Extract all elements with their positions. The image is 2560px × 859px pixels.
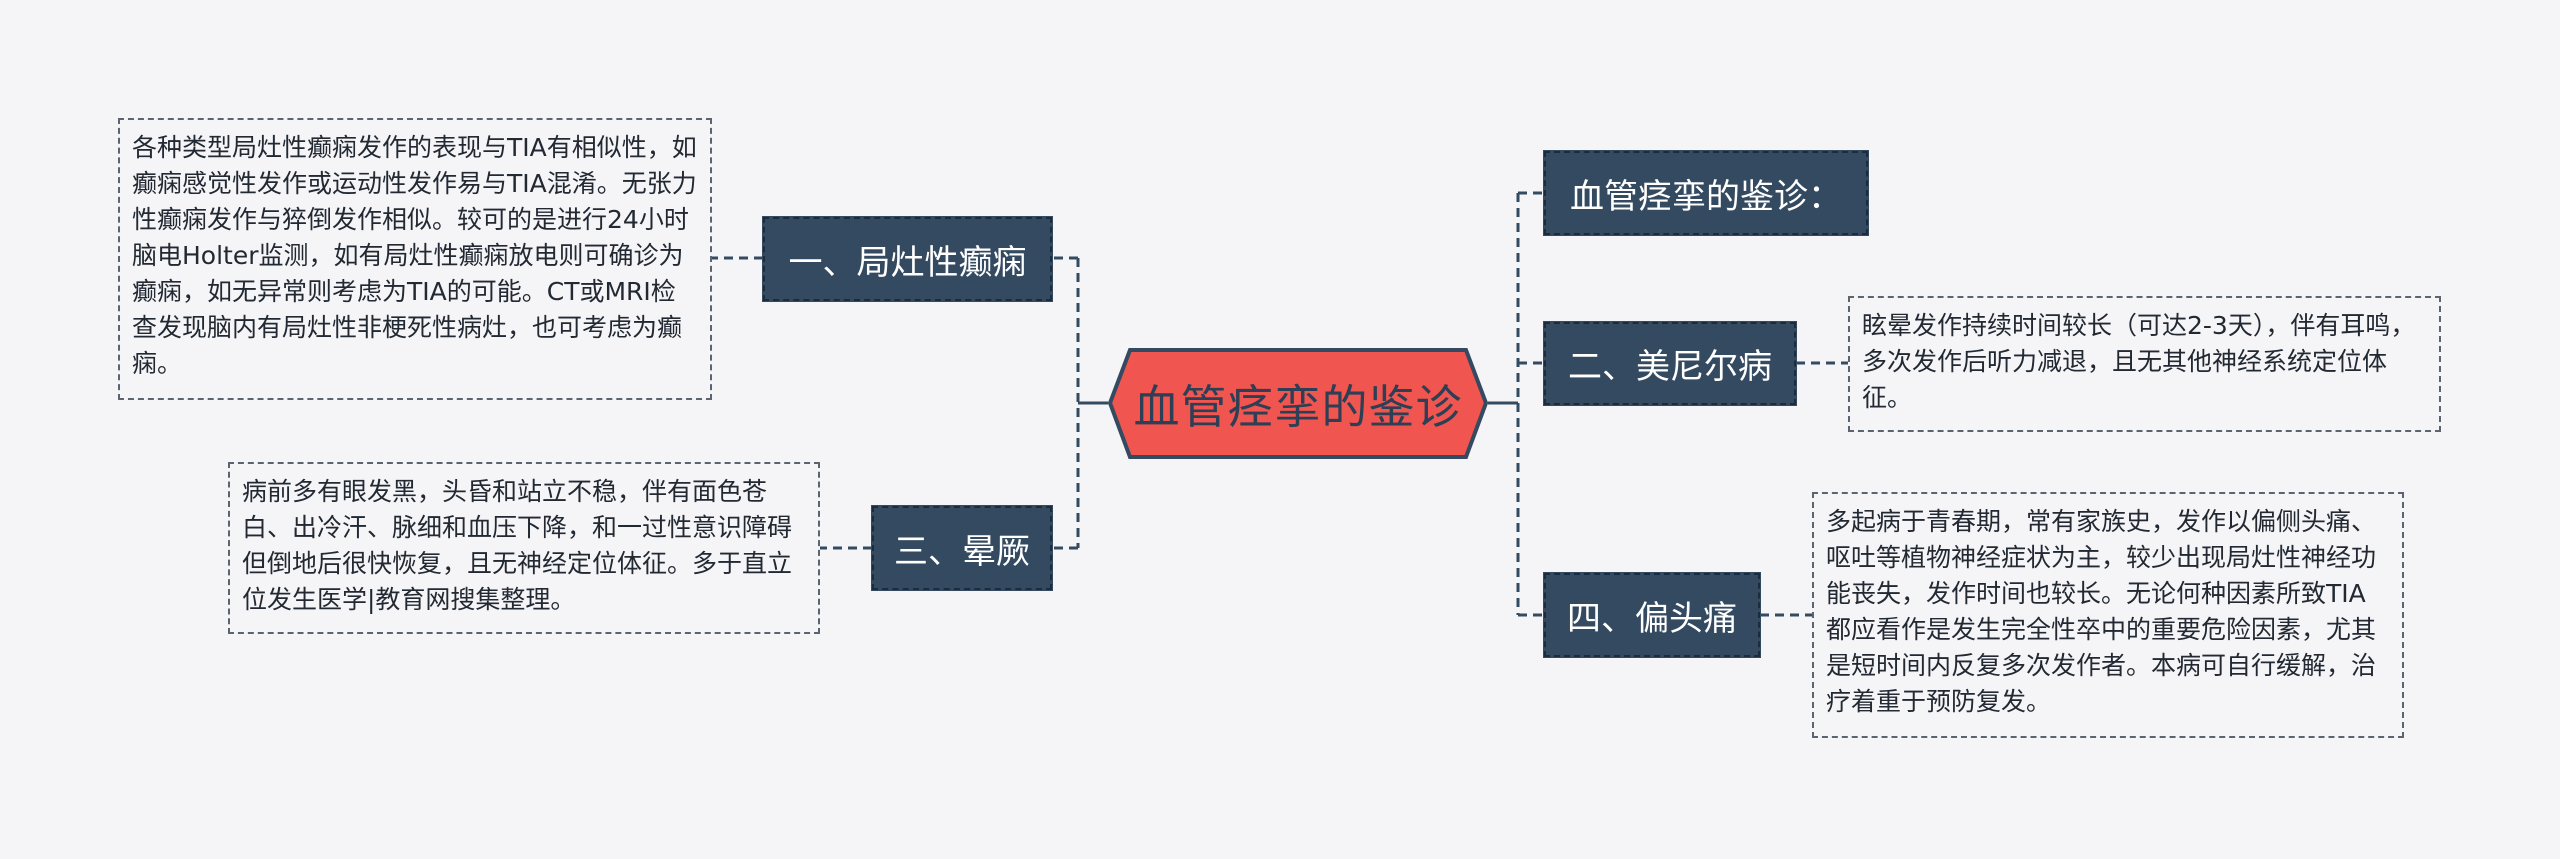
note-left-2: 病前多有眼发黑，头昏和站立不稳，伴有面色苍白、出冷汗、脉细和血压下降，和一过性意… [228, 462, 820, 634]
topic-right-1-label: 血管痉挛的鉴诊： [1570, 176, 1842, 217]
topic-right-2-label: 二、美尼尔病 [1568, 347, 1772, 387]
root-node-label: 血管痉挛的鉴诊 [1133, 379, 1463, 434]
topic-left-2-label: 三、晕厥 [894, 531, 1030, 572]
topic-right-3[interactable]: 四、偏头痛 [1544, 573, 1760, 657]
topic-right-1[interactable]: 血管痉挛的鉴诊： [1544, 151, 1868, 235]
root-node[interactable]: 血管痉挛的鉴诊 [1108, 347, 1488, 460]
note-right-3: 多起病于青春期，常有家族史，发作以偏侧头痛、呕吐等植物神经症状为主，较少出现局灶… [1812, 492, 2404, 738]
note-right-2-text: 眩晕发作持续时间较长（可达2-3天），伴有耳鸣，多次发作后听力减退，且无其他神经… [1862, 311, 2416, 412]
topic-right-2[interactable]: 二、美尼尔病 [1544, 322, 1796, 405]
note-left-1-text: 各种类型局灶性癫痫发作的表现与TIA有相似性，如癫痫感觉性发作或运动性发作易与T… [132, 133, 697, 378]
topic-left-1-label: 一、局灶性癫痫 [788, 242, 1027, 283]
topic-left-1[interactable]: 一、局灶性癫痫 [763, 217, 1052, 301]
note-left-2-text: 病前多有眼发黑，头昏和站立不稳，伴有面色苍白、出冷汗、脉细和血压下降，和一过性意… [242, 477, 793, 614]
root-hexagon-shape [1108, 348, 1488, 459]
note-right-3-text: 多起病于青春期，常有家族史，发作以偏侧头痛、呕吐等植物神经症状为主，较少出现局灶… [1826, 507, 2377, 716]
topic-right-3-label: 四、偏头痛 [1567, 598, 1737, 639]
note-left-1: 各种类型局灶性癫痫发作的表现与TIA有相似性，如癫痫感觉性发作或运动性发作易与T… [118, 118, 712, 400]
note-right-2: 眩晕发作持续时间较长（可达2-3天），伴有耳鸣，多次发作后听力减退，且无其他神经… [1848, 296, 2441, 432]
topic-left-2[interactable]: 三、晕厥 [872, 506, 1052, 590]
